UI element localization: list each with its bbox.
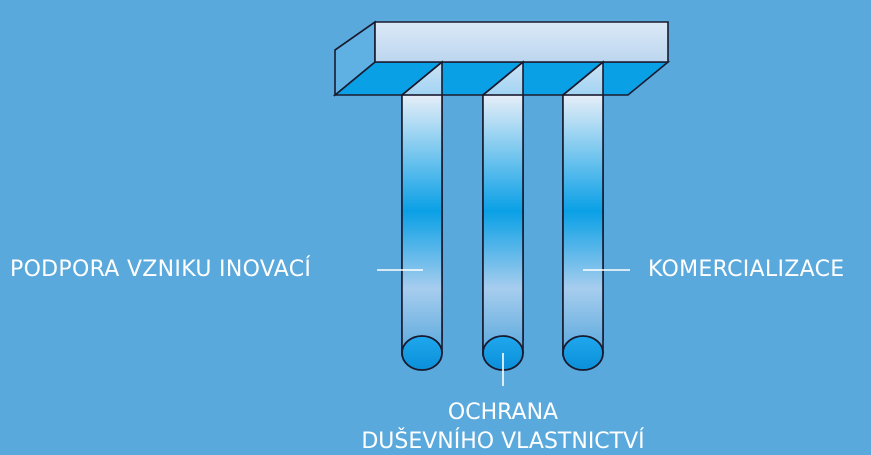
label-ip-protection: OCHRANA DUŠEVNÍHO VLASTNICTVÍ xyxy=(361,398,644,455)
pillar-left xyxy=(401,60,443,371)
label-innovation-support: PODPORA VZNIKU INOVACÍ xyxy=(10,257,312,282)
pillar-right xyxy=(562,60,604,371)
beam-top-face xyxy=(374,21,669,63)
label-ip-line2: DUŠEVNÍHO VLASTNICTVÍ xyxy=(361,429,645,454)
label-commercialization: KOMERCIALIZACE xyxy=(648,257,845,282)
label-ip-line1: OCHRANA xyxy=(447,400,559,425)
pillar-middle xyxy=(482,60,524,371)
